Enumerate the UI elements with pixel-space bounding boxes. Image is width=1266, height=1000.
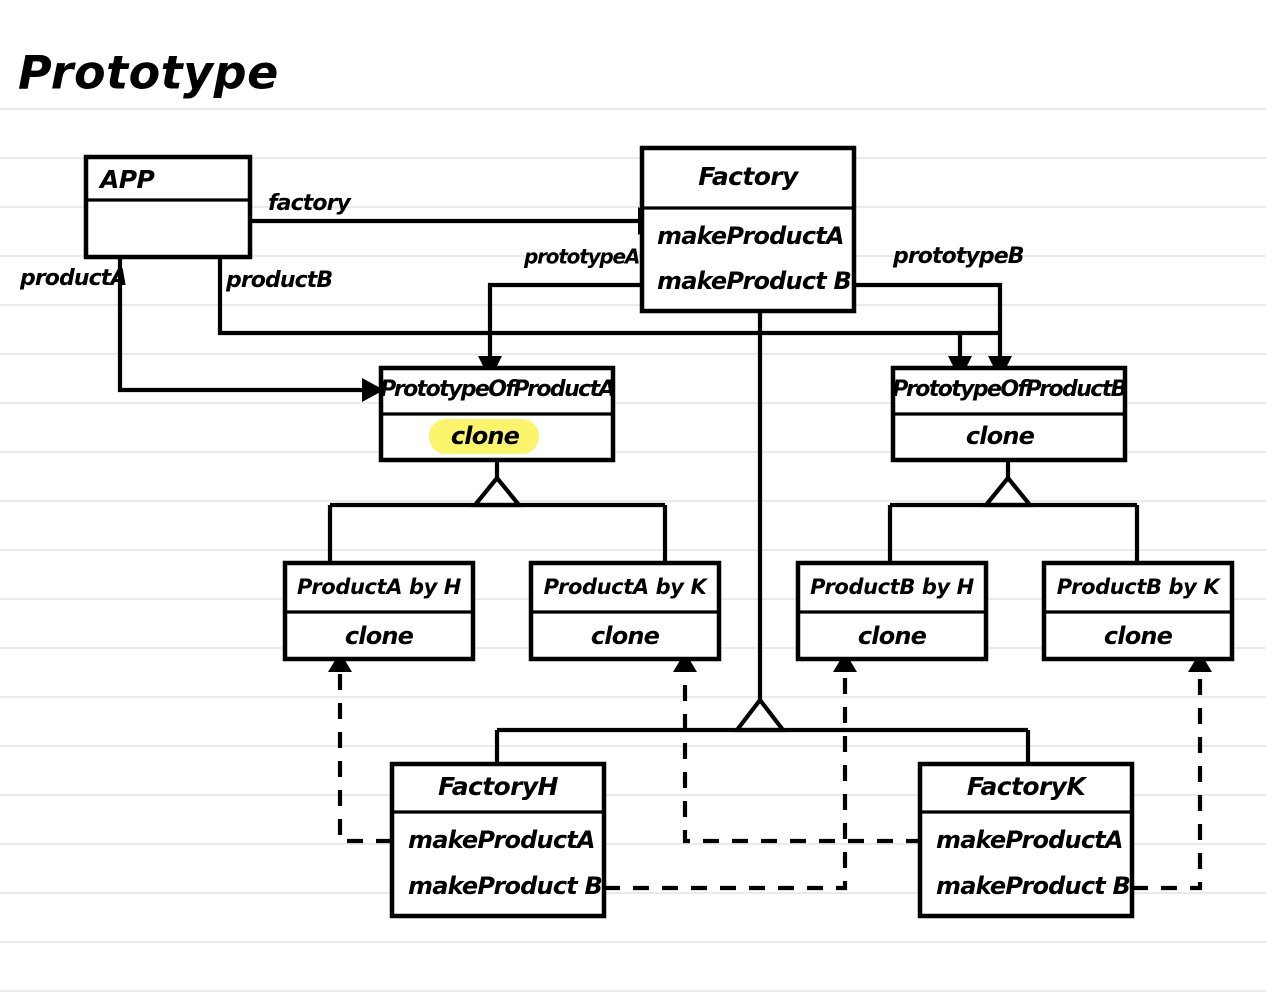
- factory-h-member-1: makeProduct B: [408, 872, 602, 900]
- arrowhead-dep-productA-h: [328, 652, 352, 672]
- app-box-outline: [83, 154, 253, 260]
- factory-class-name: Factory: [698, 162, 800, 191]
- dep-factoryK-productB-k[interactable]: [1132, 672, 1203, 891]
- factory-h-box-outline: [389, 761, 607, 919]
- edge-label-prototypeA: prototypeA: [523, 245, 639, 269]
- factory-h-class-name: FactoryH: [438, 772, 558, 801]
- arrowhead-productA: [362, 378, 384, 402]
- prototype-b-class-name: PrototypeOfProductB: [892, 377, 1126, 402]
- class-box-product-a-k[interactable]: ProductA by K clone: [528, 560, 722, 662]
- product-b-h-member-0: clone: [858, 622, 927, 650]
- product-a-k-class-name: ProductA by K: [544, 575, 709, 599]
- factory-k-box-outline: [917, 761, 1135, 919]
- connector-layer: [117, 207, 1212, 891]
- product-b-k-member-0: clone: [1104, 622, 1173, 650]
- class-box-prototype-a[interactable]: PrototypeOfProductA clone: [378, 365, 616, 463]
- factory-member-1: makeProduct B: [657, 267, 851, 295]
- class-box-factory-h[interactable]: FactoryH makeProductA makeProduct B: [389, 761, 607, 919]
- product-a-k-member-0: clone: [591, 622, 660, 650]
- prototype-a-class-name: PrototypeOfProductA: [380, 377, 614, 402]
- edge-label-prototypeB: prototypeB: [892, 244, 1024, 269]
- arrowhead-dep-productB-k: [1188, 652, 1212, 672]
- dep-factoryK-productA-k[interactable]: [682, 672, 922, 844]
- edge-factory-prototypeA[interactable]: [487, 282, 642, 356]
- arrowhead-dep-productB-h: [833, 652, 857, 672]
- factory-h-member-0: makeProductA: [408, 826, 595, 854]
- clone-highlight-marker: [429, 419, 539, 454]
- dep-factoryH-productB-h[interactable]: [604, 672, 848, 891]
- class-box-prototype-b[interactable]: PrototypeOfProductB clone: [890, 365, 1128, 463]
- edge-factory-prototypeB[interactable]: [854, 282, 1003, 356]
- edge-label-factory: factory: [268, 191, 353, 216]
- class-box-factory-k[interactable]: FactoryK makeProductA makeProduct B: [917, 761, 1135, 919]
- edge-app-productB[interactable]: [217, 257, 1000, 336]
- class-box-product-b-h[interactable]: ProductB by H clone: [795, 560, 989, 662]
- factory-k-member-0: makeProductA: [936, 826, 1123, 854]
- product-b-k-class-name: ProductB by K: [1057, 575, 1222, 599]
- class-box-product-b-k[interactable]: ProductB by K clone: [1041, 560, 1235, 662]
- app-class-name: APP: [98, 165, 154, 194]
- edge-label-layer: factory productA productB prototypeA pro…: [19, 191, 1025, 293]
- product-a-h-member-0: clone: [345, 622, 414, 650]
- factory-box-outline: [639, 145, 857, 314]
- product-b-h-class-name: ProductB by H: [810, 575, 975, 599]
- factory-k-member-1: makeProduct B: [936, 872, 1130, 900]
- factory-k-class-name: FactoryK: [967, 772, 1087, 801]
- prototype-a-member-0: clone: [451, 422, 520, 450]
- page-title: Prototype: [18, 46, 279, 100]
- class-box-factory[interactable]: Factory makeProductA makeProduct B: [639, 145, 857, 314]
- edge-app-productA[interactable]: [117, 257, 362, 393]
- arrowhead-dep-productA-k: [673, 652, 697, 672]
- factory-member-0: makeProductA: [657, 222, 844, 250]
- edge-label-productA: productA: [19, 266, 127, 291]
- class-box-product-a-h[interactable]: ProductA by H clone: [282, 560, 476, 662]
- prototype-b-member-0: clone: [966, 422, 1035, 450]
- edge-label-productB: productB: [225, 268, 332, 293]
- product-a-h-class-name: ProductA by H: [297, 575, 462, 599]
- class-box-app[interactable]: APP: [83, 154, 253, 260]
